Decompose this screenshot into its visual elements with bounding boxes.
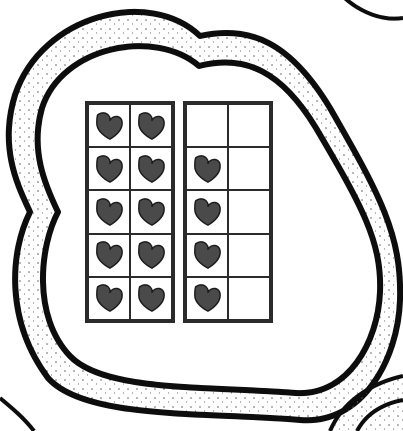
ten-frame-cell [228, 104, 270, 147]
heart-icon [192, 154, 222, 184]
ten-frame-cell [88, 234, 130, 277]
heart-icon [94, 197, 124, 227]
heart-icon [192, 197, 222, 227]
ten-frame-left [85, 101, 175, 323]
ten-frame-cell [186, 147, 228, 190]
heart-icon [94, 283, 124, 313]
ten-frame-cell [186, 234, 228, 277]
heart-icon [136, 111, 166, 141]
ten-frame-cell [130, 190, 172, 233]
heart-icon [136, 240, 166, 270]
ten-frame-cell [186, 277, 228, 320]
corner-heart-bottom-left [0, 398, 34, 431]
ten-frame-cell [130, 234, 172, 277]
ten-frame-cell [130, 147, 172, 190]
ten-frame-right-grid [186, 104, 270, 320]
ten-frame-cell [228, 190, 270, 233]
ten-frame-right [183, 101, 273, 323]
ten-frame-cell [186, 190, 228, 233]
heart-icon [136, 283, 166, 313]
heart-icon [94, 154, 124, 184]
heart-icon [192, 283, 222, 313]
ten-frame-cell [88, 190, 130, 233]
heart-icon [136, 154, 166, 184]
ten-frame-cell [228, 277, 270, 320]
ten-frame-cell [130, 277, 172, 320]
heart-icon [136, 197, 166, 227]
ten-frame-cell [228, 147, 270, 190]
ten-frame-cell [88, 147, 130, 190]
ten-frame-cell [130, 104, 172, 147]
ten-frame-cell [186, 104, 228, 147]
corner-heart-top-right [330, 0, 403, 19]
ten-frame-cell [88, 104, 130, 147]
heart-icon [94, 240, 124, 270]
ten-frame-left-grid [88, 104, 172, 320]
ten-frame-cell [88, 277, 130, 320]
ten-frame-cell [228, 234, 270, 277]
heart-icon [192, 240, 222, 270]
heart-icon [94, 111, 124, 141]
